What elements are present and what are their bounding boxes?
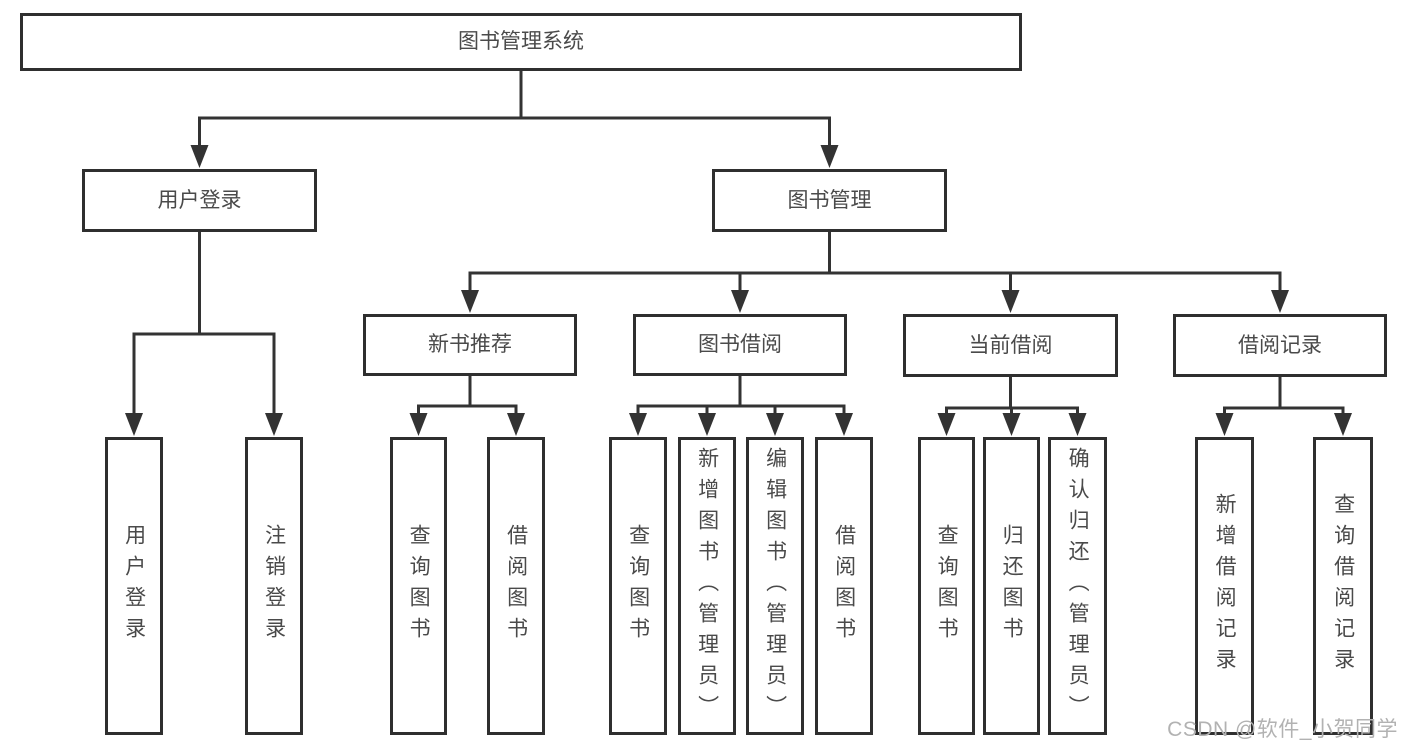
node-label: 新增借阅记录 xyxy=(1213,493,1237,679)
node-label: 查询借阅记录 xyxy=(1331,493,1355,679)
node-label: 借阅图书 xyxy=(504,524,528,648)
node-current: 当前借阅 xyxy=(903,314,1118,377)
node-borrow-3: 编辑图书（管理员） xyxy=(746,437,804,735)
node-label: 图书管理系统 xyxy=(458,30,584,54)
node-label: 新书推荐 xyxy=(428,333,512,357)
node-label: 借阅记录 xyxy=(1238,333,1322,357)
node-login-2: 注销登录 xyxy=(245,437,303,735)
node-label: 当前借阅 xyxy=(968,333,1053,357)
node-label: 新增图书（管理员） xyxy=(695,446,719,726)
node-login-1: 用户登录 xyxy=(105,437,163,735)
node-label: 注销登录 xyxy=(262,524,286,648)
node-label: 查询图书 xyxy=(626,524,650,648)
node-record: 借阅记录 xyxy=(1173,314,1387,377)
node-newrec: 新书推荐 xyxy=(363,314,577,376)
node-newrec-2: 借阅图书 xyxy=(487,437,545,735)
node-label: 查询图书 xyxy=(407,524,431,648)
node-label: 用户登录 xyxy=(122,524,146,648)
node-label: 图书管理 xyxy=(787,188,872,212)
node-label: 编辑图书（管理员） xyxy=(763,446,787,726)
node-borrow-2: 新增图书（管理员） xyxy=(678,437,736,735)
node-current-3: 确认归还（管理员） xyxy=(1048,437,1107,735)
node-borrow-4: 借阅图书 xyxy=(815,437,873,735)
node-label: 查询图书 xyxy=(935,524,959,648)
node-mgmt: 图书管理 xyxy=(712,169,947,232)
node-current-2: 归还图书 xyxy=(983,437,1040,735)
node-newrec-1: 查询图书 xyxy=(390,437,447,735)
node-label: 图书借阅 xyxy=(698,333,782,357)
node-label: 用户登录 xyxy=(157,188,242,212)
node-root: 图书管理系统 xyxy=(20,13,1022,71)
node-current-1: 查询图书 xyxy=(918,437,975,735)
node-record-1: 新增借阅记录 xyxy=(1195,437,1254,735)
node-borrow-1: 查询图书 xyxy=(609,437,667,735)
node-label: 确认归还（管理员） xyxy=(1066,446,1090,726)
watermark: CSDN @软件_小贺同学 xyxy=(1167,718,1398,741)
node-borrow: 图书借阅 xyxy=(633,314,847,376)
node-label: 借阅图书 xyxy=(832,524,856,648)
node-login: 用户登录 xyxy=(82,169,317,232)
node-record-2: 查询借阅记录 xyxy=(1313,437,1373,735)
node-label: 归还图书 xyxy=(1000,524,1024,648)
